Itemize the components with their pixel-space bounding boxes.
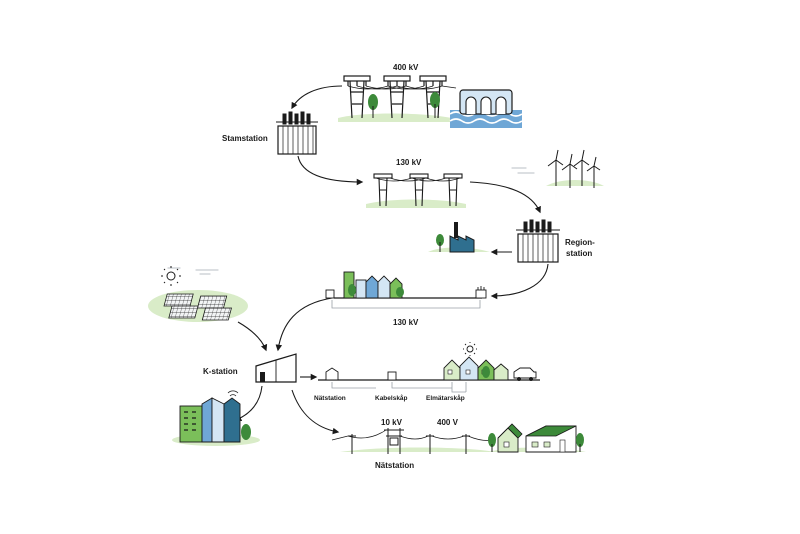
- wind-lines-decor: [167, 167, 535, 275]
- label-10kv: 10 kV: [381, 418, 402, 427]
- stamstation-transformer-icon: [276, 111, 318, 155]
- arrow-stamstation-to-130kv: [297, 155, 364, 186]
- arrow-regionstation-to-130kv-lower: [490, 263, 549, 300]
- wind-turbines-icon: [546, 149, 604, 188]
- houses-bottom-icon: [488, 423, 586, 453]
- factory-icon: [428, 222, 490, 253]
- label-natstation-bottom: Nätstation: [375, 461, 415, 470]
- tree-icon: [430, 92, 440, 118]
- label-regionstation-1: Region-: [565, 238, 595, 247]
- tree-icon: [488, 433, 496, 452]
- label-elmatarskap: Elmätarskåp: [426, 395, 465, 402]
- label-130kv-upper: 130 kV: [396, 158, 422, 167]
- label-regionstation-2: station: [566, 249, 593, 258]
- sun-icon: [161, 266, 181, 286]
- label-kabelskap: Kabelskåp: [375, 395, 408, 402]
- transmission-400kv: [338, 75, 457, 122]
- label-natstation-small: Nätstation: [314, 395, 346, 402]
- label-400kv: 400 kV: [393, 63, 419, 72]
- arrow-130kv-lower-to-kstation: [275, 297, 333, 352]
- label-130kv-lower: 130 kV: [393, 318, 419, 327]
- arrow-solar-to-kstation: [237, 321, 268, 352]
- regionstation-transformer-icon: [516, 219, 560, 263]
- car-icon: [513, 367, 537, 381]
- label-400v: 400 V: [437, 418, 458, 427]
- arrow-400kv-to-stamstation: [291, 85, 343, 110]
- apartment-buildings-icon: [172, 390, 260, 446]
- low-voltage-network: [331, 428, 496, 454]
- tree-icon: [436, 234, 444, 252]
- tree-icon: [576, 433, 584, 452]
- city-130kv-lower: [325, 271, 487, 309]
- flow-arrows: [234, 85, 549, 435]
- label-stamstation: Stamstation: [222, 134, 268, 143]
- arrow-kstation-to-natstation: [291, 389, 340, 435]
- hydro-dam-icon: [449, 89, 523, 128]
- label-kstation: K-station: [203, 367, 238, 376]
- arrow-130kv-to-regionstation: [469, 181, 541, 214]
- sun-icon: [463, 342, 477, 356]
- solar-park-icon: [148, 290, 248, 322]
- distribution-network: [318, 356, 540, 393]
- kstation-building-icon: [255, 353, 297, 383]
- tree-icon: [368, 94, 378, 118]
- transmission-130kv-upper: [366, 173, 466, 208]
